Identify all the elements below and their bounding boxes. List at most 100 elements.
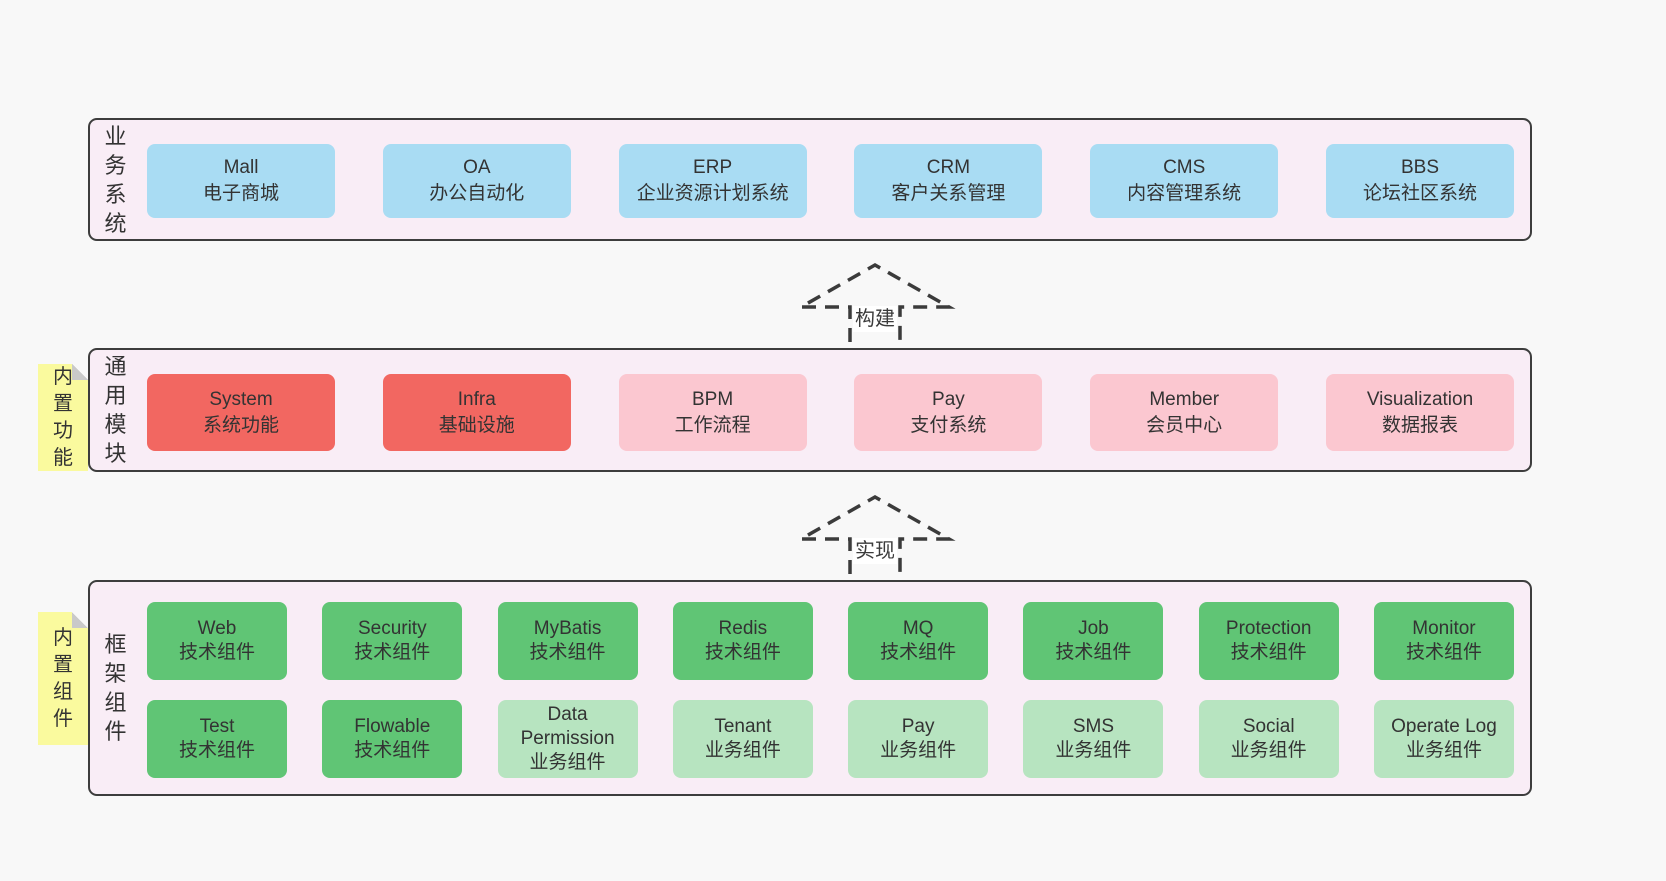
box-subtitle: 技术组件: [178, 642, 255, 663]
box-subtitle: 企业资源计划系统: [636, 183, 789, 204]
box-subtitle: 业务组件: [704, 740, 781, 761]
box-title: OA: [463, 157, 491, 178]
up-arrow-icon: [794, 262, 956, 342]
section-label-common-modules: 通用模块: [104, 354, 127, 466]
box-title: Protection: [1225, 618, 1312, 639]
box-title: Monitor: [1412, 618, 1476, 639]
framework-components-row-2: Test 技术组件 Flowable 技术组件 Data Permission …: [147, 700, 1514, 778]
box-subtitle: 技术组件: [1055, 642, 1132, 663]
box-security: Security 技术组件: [322, 602, 463, 680]
box-subtitle: 业务组件: [880, 740, 957, 761]
box-subtitle: 系统功能: [202, 414, 279, 436]
box-title: Visualization: [1366, 388, 1474, 410]
box-crm: CRM 客户关系管理: [854, 144, 1043, 218]
box-title: Web: [197, 618, 237, 639]
box-monitor: Monitor 技术组件: [1373, 602, 1514, 680]
arrow-label: 构建: [853, 306, 897, 332]
section-label-business-systems: 业务系统: [104, 123, 127, 236]
box-title: Social: [1242, 716, 1295, 737]
box-subtitle: 业务组件: [529, 752, 606, 773]
sticky-note-text: 内置组件: [53, 626, 73, 730]
box-subtitle: 基础设施: [438, 414, 515, 436]
box-subtitle: 技术组件: [1230, 642, 1307, 663]
box-subtitle: 会员中心: [1146, 414, 1223, 436]
box-mybatis: MyBatis 技术组件: [497, 602, 638, 680]
box-title: Infra: [457, 388, 496, 410]
box-subtitle: 业务组件: [1405, 740, 1482, 761]
box-title: Member: [1149, 388, 1220, 410]
box-subtitle: 技术组件: [1405, 642, 1482, 663]
box-title: Pay: [932, 388, 965, 410]
arrow-implement: 实现: [793, 494, 957, 574]
box-subtitle: 技术组件: [880, 642, 957, 663]
box-title: Job: [1078, 618, 1109, 639]
box-title: Security: [357, 618, 427, 639]
box-mall: Mall 电子商城: [147, 144, 335, 218]
box-subtitle: 业务组件: [1055, 740, 1132, 761]
box-test: Test 技术组件: [147, 700, 287, 778]
box-tenant: Tenant 业务组件: [672, 700, 813, 778]
folded-corner-icon: [72, 364, 88, 380]
box-data-permission: Data Permission 业务组件: [497, 700, 638, 778]
sticky-note-text: 内置功能: [53, 365, 73, 469]
box-subtitle: 工作流程: [674, 414, 751, 436]
box-cms: CMS 内容管理系统: [1090, 144, 1279, 218]
box-subtitle: 技术组件: [704, 642, 781, 663]
box-title: CRM: [926, 157, 971, 178]
box-operate-log: Operate Log 业务组件: [1373, 700, 1514, 778]
box-member: Member 会员中心: [1090, 374, 1279, 451]
box-title: Test: [199, 716, 235, 737]
box-title: Flowable: [354, 716, 431, 737]
common-modules-row: System 系统功能 Infra 基础设施 BPM 工作流程 Pay 支付系统…: [147, 374, 1514, 451]
box-infra: Infra 基础设施: [382, 374, 571, 451]
box-oa: OA 办公自动化: [382, 144, 571, 218]
box-title: MyBatis: [533, 618, 602, 639]
box-subtitle: 技术组件: [529, 642, 606, 663]
box-bbs: BBS 论坛社区系统: [1325, 144, 1514, 218]
box-title: CMS: [1163, 157, 1206, 178]
box-sms: SMS 业务组件: [1023, 700, 1164, 778]
box-web: Web 技术组件: [147, 602, 287, 680]
box-title: Tenant: [714, 716, 772, 737]
box-subtitle: 支付系统: [910, 414, 987, 436]
up-arrow-icon: [794, 494, 956, 574]
box-job: Job 技术组件: [1023, 602, 1164, 680]
section-framework-components: 框架组件 Web 技术组件 Security 技术组件 MyBatis 技术组件…: [88, 580, 1532, 796]
box-mq: MQ 技术组件: [848, 602, 989, 680]
box-redis: Redis 技术组件: [672, 602, 813, 680]
box-title: Mall: [223, 157, 259, 178]
box-visualization: Visualization 数据报表: [1325, 374, 1514, 451]
box-subtitle: 技术组件: [354, 642, 431, 663]
box-title: Data Permission: [520, 704, 615, 749]
section-common-modules: 通用模块 System 系统功能 Infra 基础设施 BPM 工作流程 Pay…: [88, 348, 1532, 472]
box-subtitle: 客户关系管理: [891, 183, 1006, 204]
box-system: System 系统功能: [147, 374, 335, 451]
sticky-note-built-in-components: 内置组件: [38, 612, 88, 745]
box-subtitle: 技术组件: [354, 740, 431, 761]
business-systems-row: Mall 电子商城 OA 办公自动化 ERP 企业资源计划系统 CRM 客户关系…: [147, 144, 1514, 218]
framework-components-row-1: Web 技术组件 Security 技术组件 MyBatis 技术组件 Redi…: [147, 602, 1514, 680]
box-title: BPM: [692, 388, 734, 410]
box-subtitle: 业务组件: [1230, 740, 1307, 761]
box-subtitle: 内容管理系统: [1127, 183, 1242, 204]
box-subtitle: 电子商城: [202, 183, 279, 204]
box-flowable: Flowable 技术组件: [322, 700, 463, 778]
box-protection: Protection 技术组件: [1198, 602, 1339, 680]
box-title: BBS: [1400, 157, 1439, 178]
section-business-systems: 业务系统 Mall 电子商城 OA 办公自动化 ERP 企业资源计划系统 CRM…: [88, 118, 1532, 241]
section-label-framework-components: 框架组件: [104, 632, 127, 744]
box-title: MQ: [902, 618, 934, 639]
box-title: Operate Log: [1391, 716, 1497, 737]
box-subtitle: 数据报表: [1381, 414, 1458, 436]
box-erp: ERP 企业资源计划系统: [618, 144, 807, 218]
box-title: Pay: [901, 716, 935, 737]
box-title: SMS: [1072, 716, 1114, 737]
box-title: System: [209, 388, 273, 410]
box-pay-component: Pay 业务组件: [848, 700, 989, 778]
box-title: Redis: [718, 618, 768, 639]
arrow-build: 构建: [793, 262, 957, 342]
box-subtitle: 技术组件: [178, 740, 255, 761]
box-social: Social 业务组件: [1198, 700, 1339, 778]
box-title: ERP: [693, 157, 733, 178]
